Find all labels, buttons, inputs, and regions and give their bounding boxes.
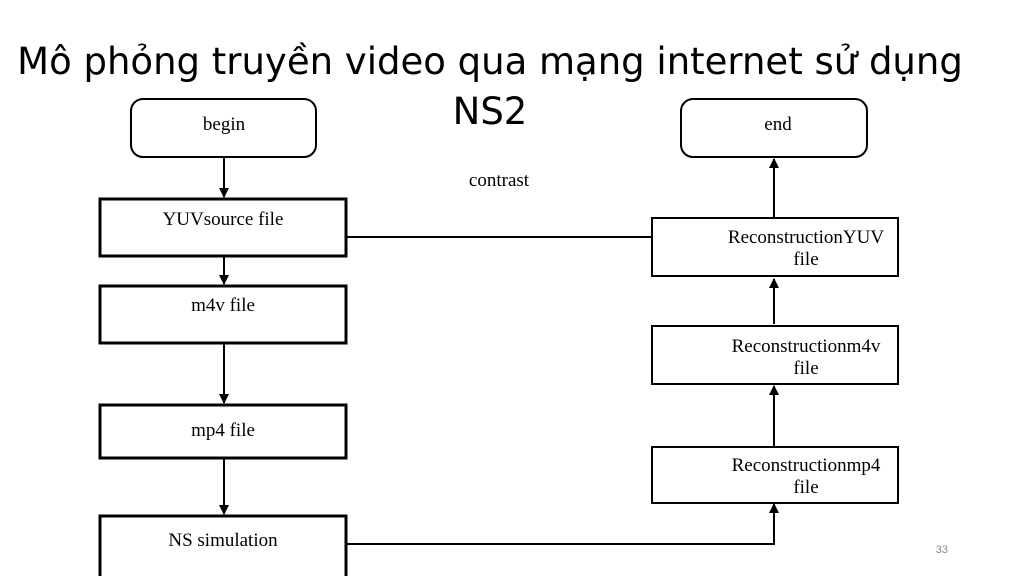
- recon-mp4-label-line2: file: [793, 477, 818, 498]
- end-node: [680, 98, 868, 158]
- ns-simulation-label: NS simulation: [168, 530, 278, 551]
- mp4-label: mp4 file: [191, 420, 255, 441]
- recon-yuv-label-line1: ReconstructionYUV: [728, 227, 884, 248]
- slide-page-number: 33: [935, 544, 948, 556]
- recon-yuv-label-line2: file: [793, 249, 818, 270]
- contrast-label: contrast: [469, 170, 530, 191]
- recon-yuv-box: [651, 217, 899, 277]
- slide-title-line1: Mô phỏng truyền video qua mạng internet …: [17, 40, 963, 83]
- yuv-source-box: [98, 197, 348, 258]
- recon-m4v-box: [651, 325, 899, 385]
- m4v-label: m4v file: [191, 295, 255, 316]
- m4v-box: [98, 284, 348, 345]
- recon-m4v-label-line1: Reconstructionm4v: [732, 336, 881, 357]
- ns-simulation-box: [98, 514, 348, 576]
- recon-mp4-label-line1: Reconstructionmp4: [732, 455, 881, 476]
- yuv-source-label: YUVsource file: [163, 209, 284, 230]
- recon-mp4-box: [651, 446, 899, 504]
- recon-m4v-label-line2: file: [793, 358, 818, 379]
- begin-node: [130, 98, 317, 158]
- mp4-box: [98, 403, 348, 460]
- slide-title-line2: NS2: [452, 90, 528, 133]
- end-label: end: [764, 114, 792, 135]
- begin-label: begin: [203, 114, 246, 135]
- arrow-ns-to-recon-mp4: [347, 503, 779, 545]
